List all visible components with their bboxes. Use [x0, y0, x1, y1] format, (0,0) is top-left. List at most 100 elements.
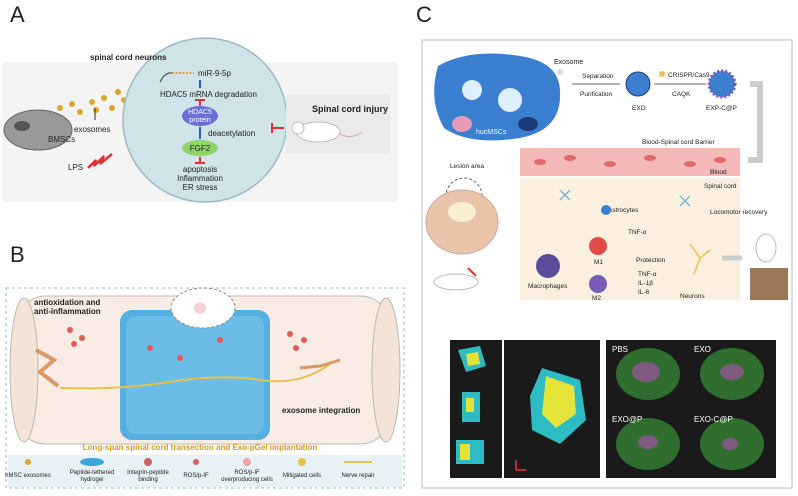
- tube-right-end: [371, 297, 401, 443]
- mirna-label: miR-9-5p: [198, 69, 231, 78]
- hdac5-label: HDAC5: [188, 109, 212, 116]
- injection-icon: [467, 267, 477, 277]
- lps-bolt: [87, 153, 113, 169]
- protection-label: Protection: [636, 257, 666, 264]
- cytokine-2: IL-1β: [638, 280, 653, 287]
- neurons-label: Neurons: [680, 293, 705, 300]
- macrophage-label: Macrophages: [528, 283, 568, 290]
- legend-3b: binding: [138, 477, 157, 483]
- lps-label: LPS: [68, 163, 83, 172]
- legend-1: hMSC exosomes: [5, 473, 51, 479]
- panel-a: A BMSCs exosomes spinal cord neurons miR…: [0, 0, 400, 235]
- endosome-2: [498, 88, 522, 112]
- degradation-label: HDAC5 mRNA degradation: [160, 90, 257, 99]
- astro-label: Astrocytes: [608, 207, 639, 214]
- cytokine-3: IL-6: [638, 289, 650, 296]
- platform: [750, 268, 788, 300]
- exosome-integration-label: exosome integration: [282, 406, 360, 415]
- nerve-fiber: [59, 363, 331, 390]
- legend-5a: ROS/p-IF: [234, 470, 260, 476]
- legend-2a: Peptide-tethered: [70, 470, 114, 476]
- legend-2b: hydrogel: [80, 477, 103, 483]
- lesion-core: [448, 202, 476, 222]
- exo-in-tissue: [601, 205, 611, 215]
- injury-label: Spinal cord injury: [312, 104, 388, 114]
- deacetylation-label: deacetylation: [208, 129, 255, 138]
- locomotor-label: Locomotor recovery: [710, 209, 768, 216]
- legend-6: Mitigated cells: [283, 473, 321, 479]
- legend-4: ROS/p-IF: [183, 473, 209, 479]
- panel-a-letter: A: [10, 2, 25, 27]
- render-3d-core: [542, 376, 576, 428]
- expcp-label: EXP-C@P: [706, 105, 737, 112]
- secreted-exosome: [557, 69, 563, 75]
- panel-b-caption: Long-span spinal cord transection and Ex…: [83, 443, 318, 452]
- c-rat: [433, 273, 479, 291]
- nucleus-pink: [452, 116, 472, 132]
- legend-overproducing-icon: [243, 458, 251, 466]
- crispr-icon: [659, 71, 665, 77]
- bmsc-cell: [3, 109, 73, 151]
- m2-cell: [589, 275, 607, 293]
- flow-arrow: [748, 81, 763, 163]
- neuron-icon: [689, 243, 711, 275]
- m1-label: M1: [594, 259, 603, 266]
- rat-tail: [339, 131, 363, 138]
- legend-hydrogel-icon: [80, 458, 104, 466]
- legend-7: Nerve repair: [341, 473, 374, 479]
- cytokine-1: TNF-α: [638, 271, 657, 278]
- image-label-exop: EXO@P: [612, 415, 642, 424]
- panel-a-diagram: BMSCs exosomes spinal cord neurons miR-9…: [2, 37, 398, 203]
- antiox-label-1: antioxidation and: [34, 298, 100, 307]
- rat-head: [291, 121, 305, 135]
- m1-cell: [589, 237, 607, 255]
- blood-vessel: [520, 148, 740, 176]
- crispr-label: CRISPR/Cas9: [668, 72, 710, 79]
- fgf2-protein: [182, 140, 218, 156]
- panel-b-letter: B: [10, 242, 25, 267]
- hdac5-protein: [182, 106, 218, 126]
- exosome-label: Exosome: [554, 59, 583, 66]
- spinal-tissue: [520, 178, 740, 300]
- bmsc-label: BMSCs: [48, 135, 75, 144]
- purification-label: Purification: [580, 91, 613, 98]
- integration-cell: [194, 302, 206, 314]
- axis-gizmo: [515, 460, 526, 471]
- tube-left-end: [9, 297, 39, 443]
- panel-c-frame: [421, 39, 793, 489]
- macrophage-cell: [536, 254, 560, 278]
- hucmsc-label: hucMSCs: [476, 129, 507, 136]
- exo-label: EXO: [632, 105, 646, 112]
- astrocyte-icons: [559, 189, 691, 207]
- image-label-exo: EXO: [694, 345, 711, 354]
- panel-b-diagram: antioxidation and anti-inflammation exos…: [5, 287, 405, 489]
- antiox-label-2: anti-inflammation: [34, 307, 101, 316]
- image-label-expcp: EXO-C@P: [694, 415, 733, 424]
- tnf-label: TNF-α: [628, 229, 647, 236]
- endosome-1: [462, 80, 482, 100]
- slice-3-core: [460, 444, 470, 460]
- neurons-label: spinal cord neurons: [90, 53, 167, 62]
- outcome-2: Inflammation: [177, 174, 223, 183]
- legend-strip: [8, 455, 402, 487]
- bscb-label: Blood-Spinal cord Barrier: [642, 139, 715, 146]
- spinal-cord-label: Spinal cord: [704, 183, 737, 190]
- hdac5-label-2: protein: [189, 117, 211, 124]
- m2-label: M2: [592, 295, 601, 302]
- separation-label: Separation: [582, 73, 614, 80]
- panel-b: B antioxidation and anti-inflammation ex…: [0, 240, 410, 496]
- panel-c-diagram: hucMSCs Exosome Separation Purification …: [421, 39, 793, 489]
- panel-c: C hucMSCs Exosome Separation Purificatio…: [410, 0, 798, 496]
- fgf2-label: FGF2: [190, 144, 211, 153]
- legend-exosome-icon: [25, 459, 31, 465]
- legend-3a: Integrin-peptide: [127, 470, 169, 476]
- recovered-rat: [755, 233, 777, 263]
- outcome-3: ER stress: [183, 183, 218, 192]
- blood-cells: [534, 155, 726, 167]
- legend-mitigated-icon: [298, 458, 306, 466]
- mirna-arrow: [159, 72, 173, 83]
- panel-c-letter: C: [416, 2, 432, 27]
- lysosome: [518, 117, 538, 131]
- image-label-pbs: PBS: [612, 345, 628, 354]
- hydrogel-sheen: [126, 316, 264, 434]
